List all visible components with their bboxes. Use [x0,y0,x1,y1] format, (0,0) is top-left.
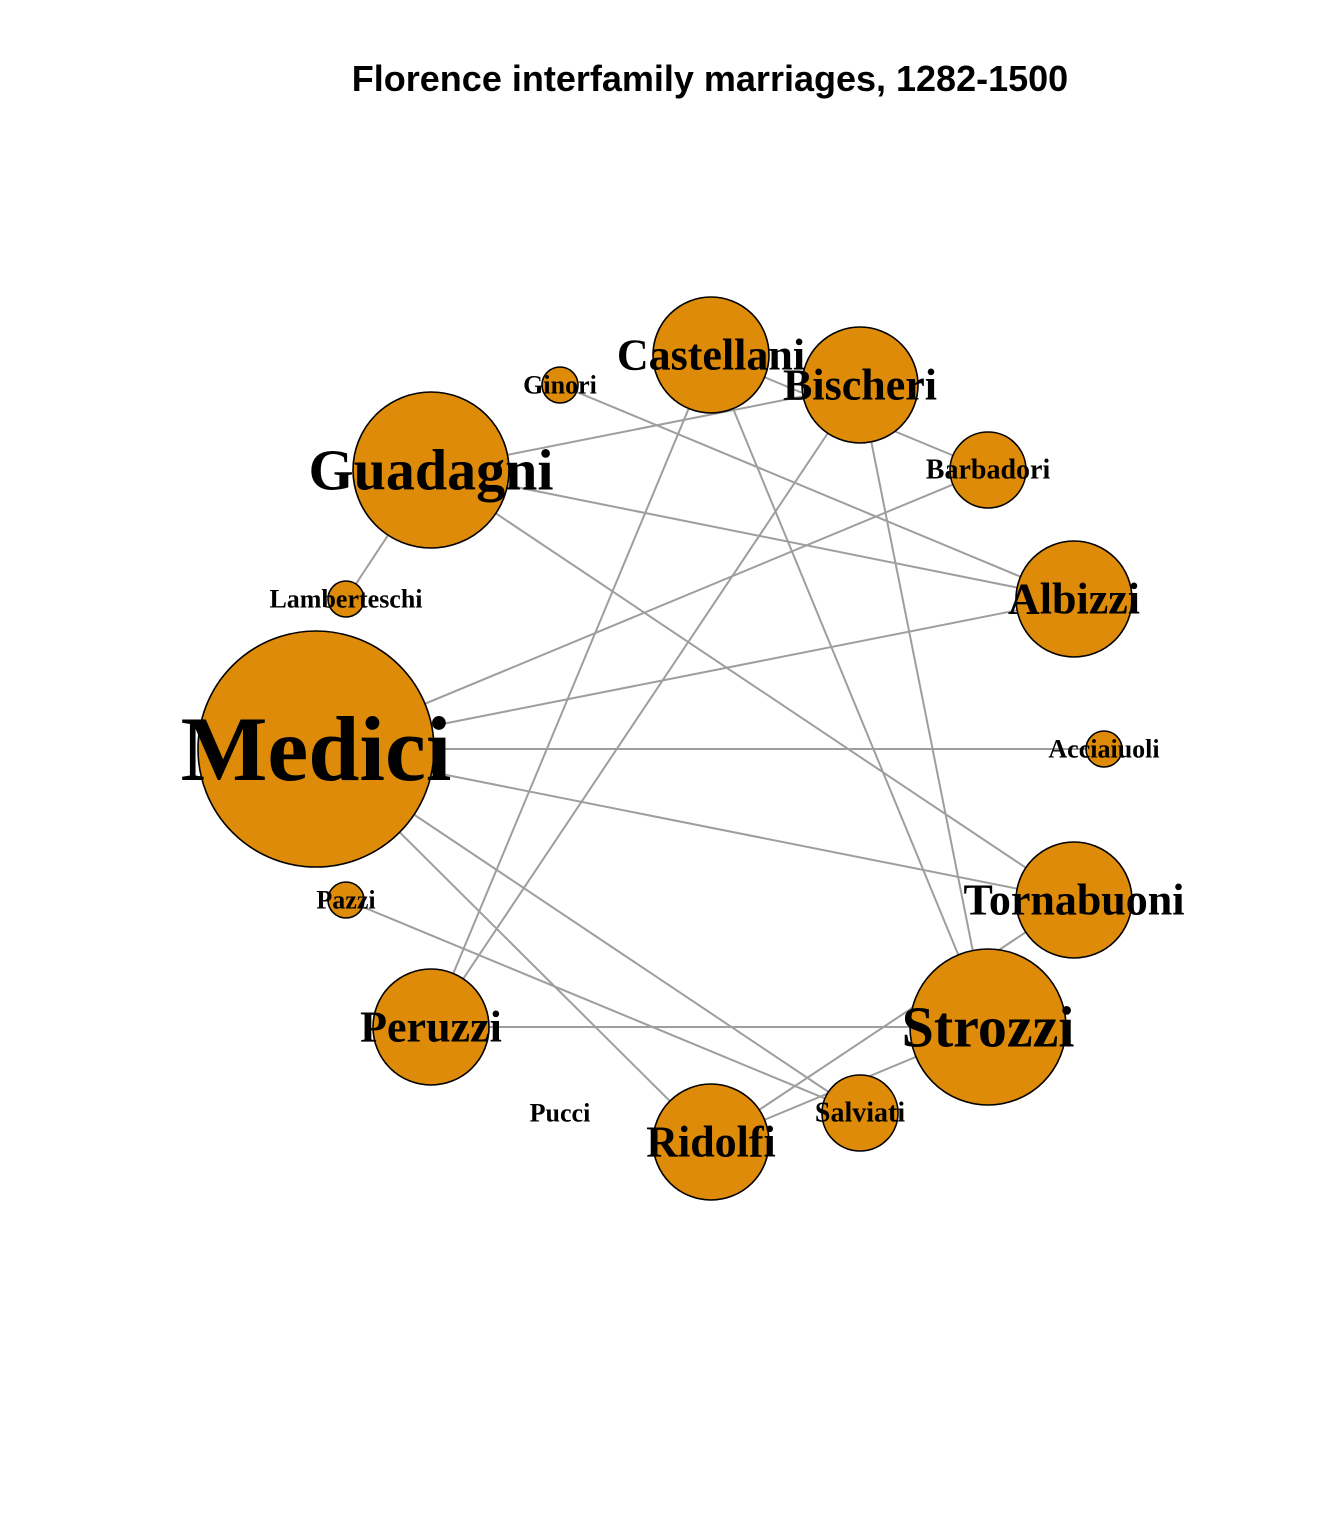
edge-albizzi-medici [315,598,1075,750]
edge-medici-tornabuoni [315,748,1075,901]
edge-albizzi-ginori [559,384,1075,600]
node-layer [197,296,1133,1201]
node-label-guadagni: Guadagni [309,438,554,503]
node-label-barbadori: Barbadori [926,455,1051,486]
edge-layer [315,354,1104,1143]
edge-ridolfi-tornabuoni [710,899,1075,1143]
edge-bischeri-peruzzi [430,384,861,1028]
node-label-castellani: Castellani [617,331,805,380]
node-albizzi [1015,540,1133,658]
label-layer: Acciaiuoli Albizzi Barbadori BischeriCastel… [181,331,1185,1167]
node-salviati [821,1074,899,1152]
node-label-pucci: Pucci [530,1099,591,1128]
node-label-acciaiuoli: Acciaiuoli [1048,735,1159,764]
node-pazzi [327,881,365,919]
node-castellani [652,296,770,414]
edge-pazzi-salviati [345,899,861,1114]
node-ridolfi [652,1083,770,1201]
node-strozzi [909,948,1067,1106]
edge-castellani-strozzi [710,354,989,1028]
node-label-ridolfi: Ridolfi [646,1118,776,1167]
node-label-strozzi: Strozzi [902,995,1075,1060]
node-label-medici: Medici [181,698,452,800]
node-label-albizzi: Albizzi [1008,575,1140,624]
node-peruzzi [372,968,490,1086]
node-guadagni [352,391,510,549]
node-label-pazzi: Pazzi [316,886,375,915]
edge-bischeri-strozzi [859,384,989,1028]
node-label-peruzzi: Peruzzi [360,1003,502,1052]
edge-albizzi-guadagni [430,469,1075,600]
node-medici [197,630,435,868]
node-acciaiuoli [1085,730,1123,768]
edge-castellani-peruzzi [430,354,712,1028]
node-bischeri [801,326,919,444]
node-tornabuoni [1015,841,1133,959]
node-label-lamberteschi: Lamberteschi [269,585,422,614]
node-label-ginori: Ginori [523,371,597,400]
edge-guadagni-tornabuoni [430,469,1075,901]
node-barbadori [949,431,1027,509]
node-ginori [541,366,579,404]
node-lamberteschi [327,580,365,618]
node-label-tornabuoni: Tornabuoni [964,876,1185,925]
edge-barbadori-medici [315,469,989,750]
node-label-salviati: Salviati [815,1098,905,1129]
chart-title: Florence interfamily marriages, 1282-150… [351,58,1069,99]
node-label-bischeri: Bischeri [783,361,937,410]
